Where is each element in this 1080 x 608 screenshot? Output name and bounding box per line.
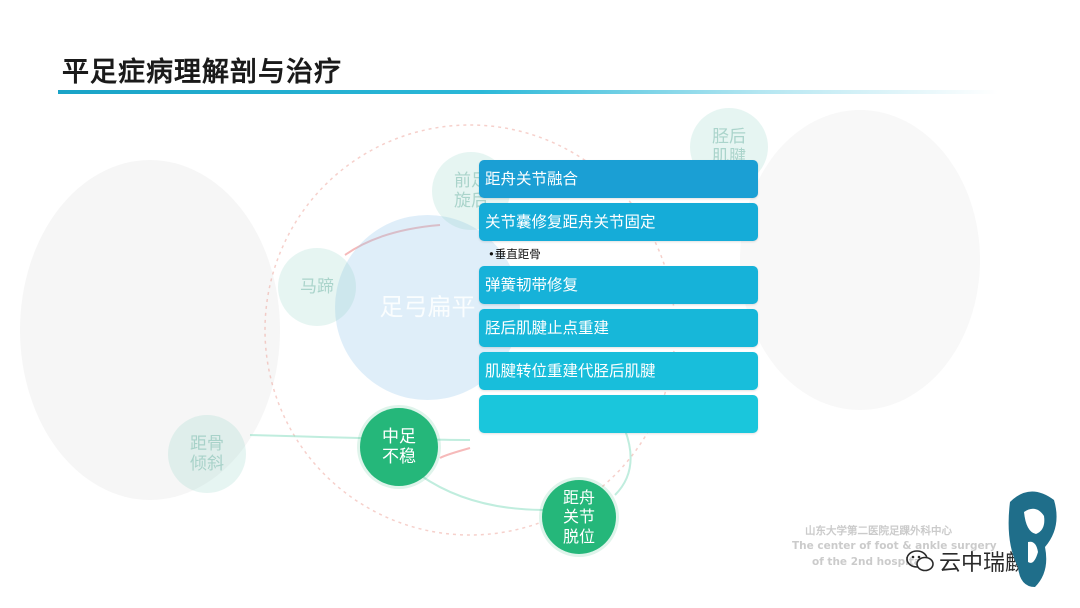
node-talus-tilt: 距骨 倾斜 [168, 415, 246, 493]
treatment-item[interactable]: 弹簧韧带修复 [479, 266, 758, 304]
node-equinus: 马蹄 [278, 248, 356, 326]
treatment-item[interactable]: 关节囊修复距舟关节固定 [479, 203, 758, 241]
treatment-list: 距舟关节融合 关节囊修复距舟关节固定 •垂直距骨 弹簧韧带修复 胫后肌腱止点重建… [479, 160, 758, 438]
node-talonavicular-dislocation: 距舟 关节 脱位 [542, 480, 616, 554]
watermark-line-en-1: The center of foot & ankle surgery [792, 540, 997, 552]
brand: 云中瑞麟 [905, 545, 1027, 577]
watermark-shape-right [740, 110, 980, 410]
slide-title: 平足症病理解剖与治疗 [62, 57, 342, 88]
arrow-curve-5 [439, 447, 471, 459]
treatment-item[interactable]: 胫后肌腱止点重建 [479, 309, 758, 347]
watermark-line-cn: 山东大学第二医院足踝外科中心 [805, 525, 952, 537]
hospital-logo [1008, 491, 1057, 587]
treatment-item[interactable] [479, 395, 758, 433]
sub-bullet: •垂直距骨 [488, 247, 541, 261]
brand-name: 云中瑞麟 [939, 551, 1028, 576]
arrow-curve-3 [419, 474, 546, 511]
title-underline [58, 90, 998, 94]
watermark-shape-left [20, 160, 280, 500]
treatment-item[interactable]: 肌腱转位重建代胫后肌腱 [479, 352, 758, 390]
wechat-icon [906, 550, 934, 572]
arrow-curve-1 [344, 224, 441, 256]
node-midfoot-instability: 中足 不稳 [360, 408, 438, 486]
treatment-item[interactable]: 距舟关节融合 [479, 160, 758, 198]
arrow-curve-4 [614, 429, 632, 496]
watermark-line-en-2: of the 2nd hospital [812, 556, 925, 568]
